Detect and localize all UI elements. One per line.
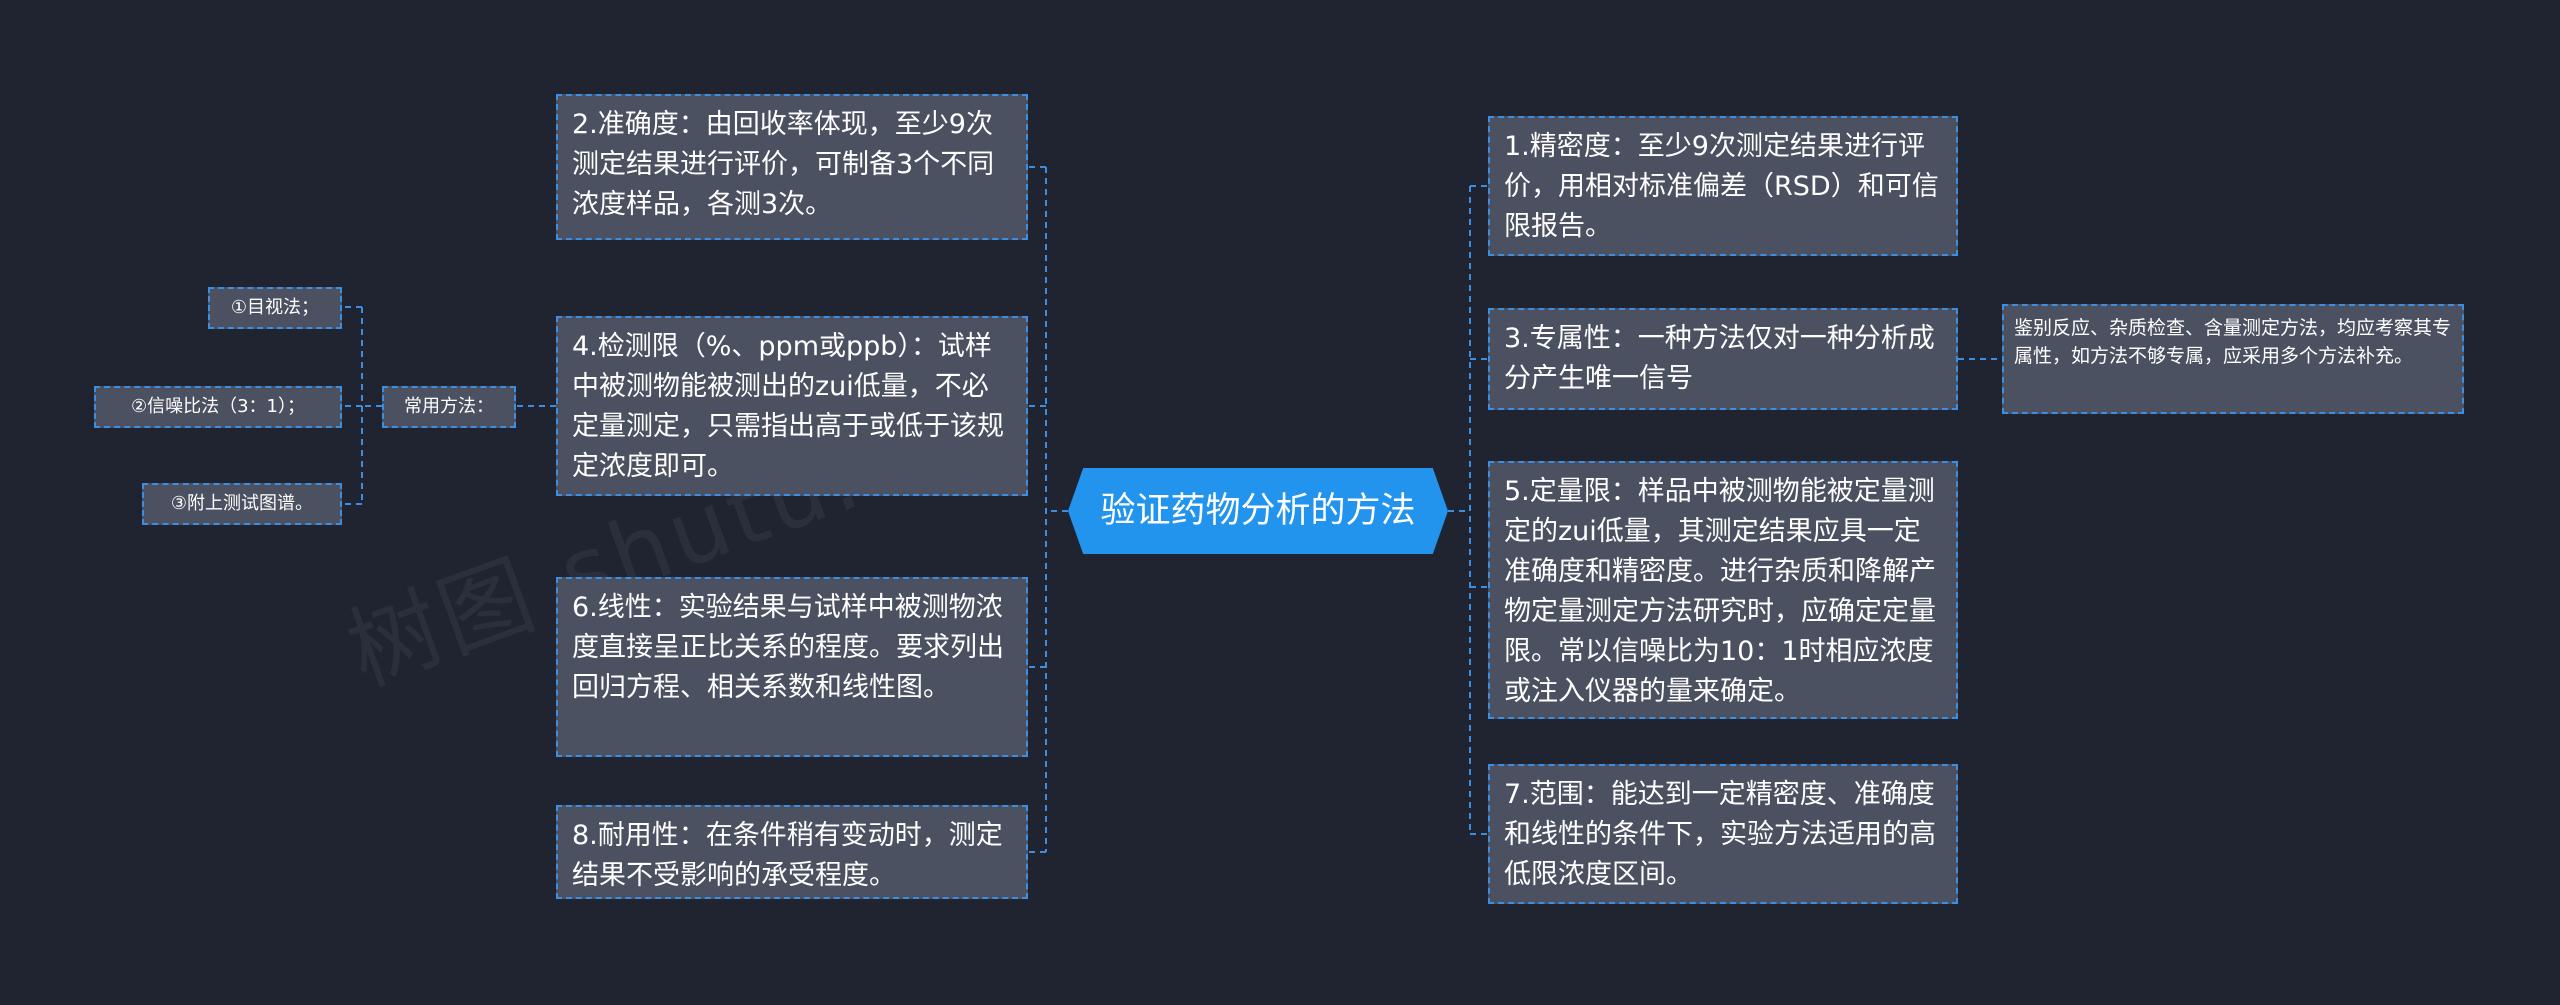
node-detection-limit[interactable]: 4.检测限（%、ppm或ppb）：试样中被测物能被测出的zui低量，不必定量测定… [556,316,1028,496]
central-topic[interactable]: 验证药物分析的方法 [1068,468,1448,554]
node-range[interactable]: 7.范围：能达到一定精密度、准确度和线性的条件下，实验方法适用的高低限浓度区间。 [1488,764,1958,904]
node-specificity[interactable]: 3.专属性：一种方法仅对一种分析成分产生唯一信号 [1488,308,1958,410]
node-robustness[interactable]: 8.耐用性：在条件稍有变动时，测定结果不受影响的承受程度。 [556,805,1028,899]
method-attach-chart[interactable]: ③附上测试图谱。 [142,483,342,525]
node-linearity[interactable]: 6.线性：实验结果与试样中被测物浓度直接呈正比关系的程度。要求列出回归方程、相关… [556,577,1028,757]
method-visual[interactable]: ①目视法； [208,287,342,329]
node-precision[interactable]: 1.精密度：至少9次测定结果进行评价，用相对标准偏差（RSD）和可信限报告。 [1488,116,1958,256]
node-accuracy[interactable]: 2.准确度：由回收率体现，至少9次测定结果进行评价，可制备3个不同浓度样品，各测… [556,94,1028,240]
node-common-methods[interactable]: 常用方法： [382,386,516,428]
node-specificity-detail[interactable]: 鉴别反应、杂质检查、含量测定方法，均应考察其专属性，如方法不够专属，应采用多个方… [2002,304,2464,414]
method-signal-noise[interactable]: ②信噪比法（3：1）； [94,386,342,428]
node-quantitation-limit[interactable]: 5.定量限：样品中被测物能被定量测定的zui低量，其测定结果应具一定准确度和精密… [1488,461,1958,719]
